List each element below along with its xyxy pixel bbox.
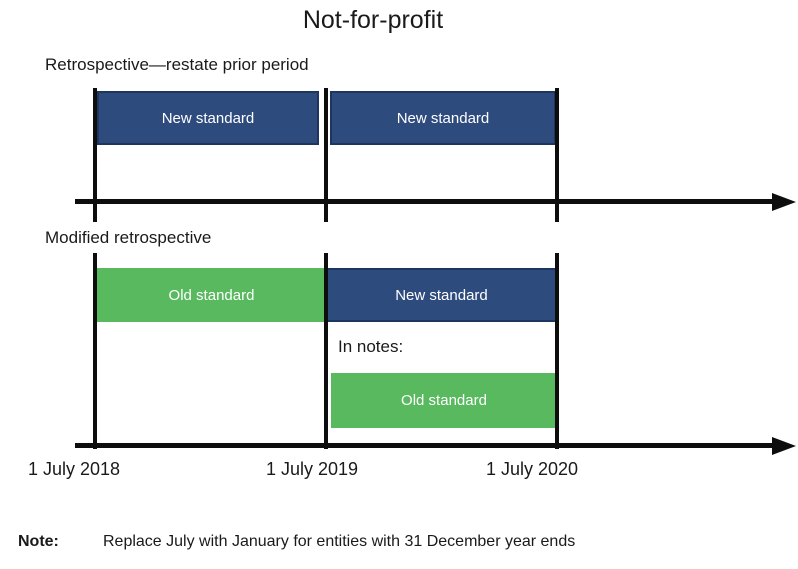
footnote-text: Replace July with January for entities w… [103,533,576,550]
axis-tick-2018-bottom [93,253,97,449]
bar-new-standard-period2: New standard [330,91,556,145]
axis-tick-2019-bottom [324,253,328,449]
axis-tick-2018-top [93,88,97,222]
bar-label: New standard [395,286,488,304]
bar-old-standard-in-notes: Old standard [331,373,557,428]
date-label-1-july-2019: 1 July 2019 [265,459,359,479]
section-label-retrospective: Retrospective—restate prior period [45,55,309,74]
bar-label: New standard [161,109,255,127]
axis-tick-2020-bottom [555,253,559,449]
bar-new-standard-period2b: New standard [326,268,557,322]
arrow-right-icon [772,437,796,455]
bar-old-standard-period1: Old standard [97,268,326,322]
diagram-title: Not-for-profit [302,6,444,34]
section-label-modified-retrospective: Modified retrospective [45,228,212,247]
footnote-label: Note: [18,533,59,550]
axis-tick-2019-top [324,88,328,222]
timeline-axis-top [75,199,775,204]
footnote: Note: Replace July with January for entit… [18,533,575,551]
bar-label: Old standard [168,286,255,304]
timeline-axis-bottom [75,443,775,448]
date-label-1-july-2020: 1 July 2020 [485,459,579,479]
date-label-1-july-2018: 1 July 2018 [27,459,121,479]
axis-tick-2020-top [555,88,559,222]
bar-new-standard-period1: New standard [97,91,319,145]
in-notes-label: In notes: [338,337,404,356]
bar-label: Old standard [401,392,487,409]
bar-label: New standard [396,109,490,127]
arrow-right-icon [772,193,796,211]
